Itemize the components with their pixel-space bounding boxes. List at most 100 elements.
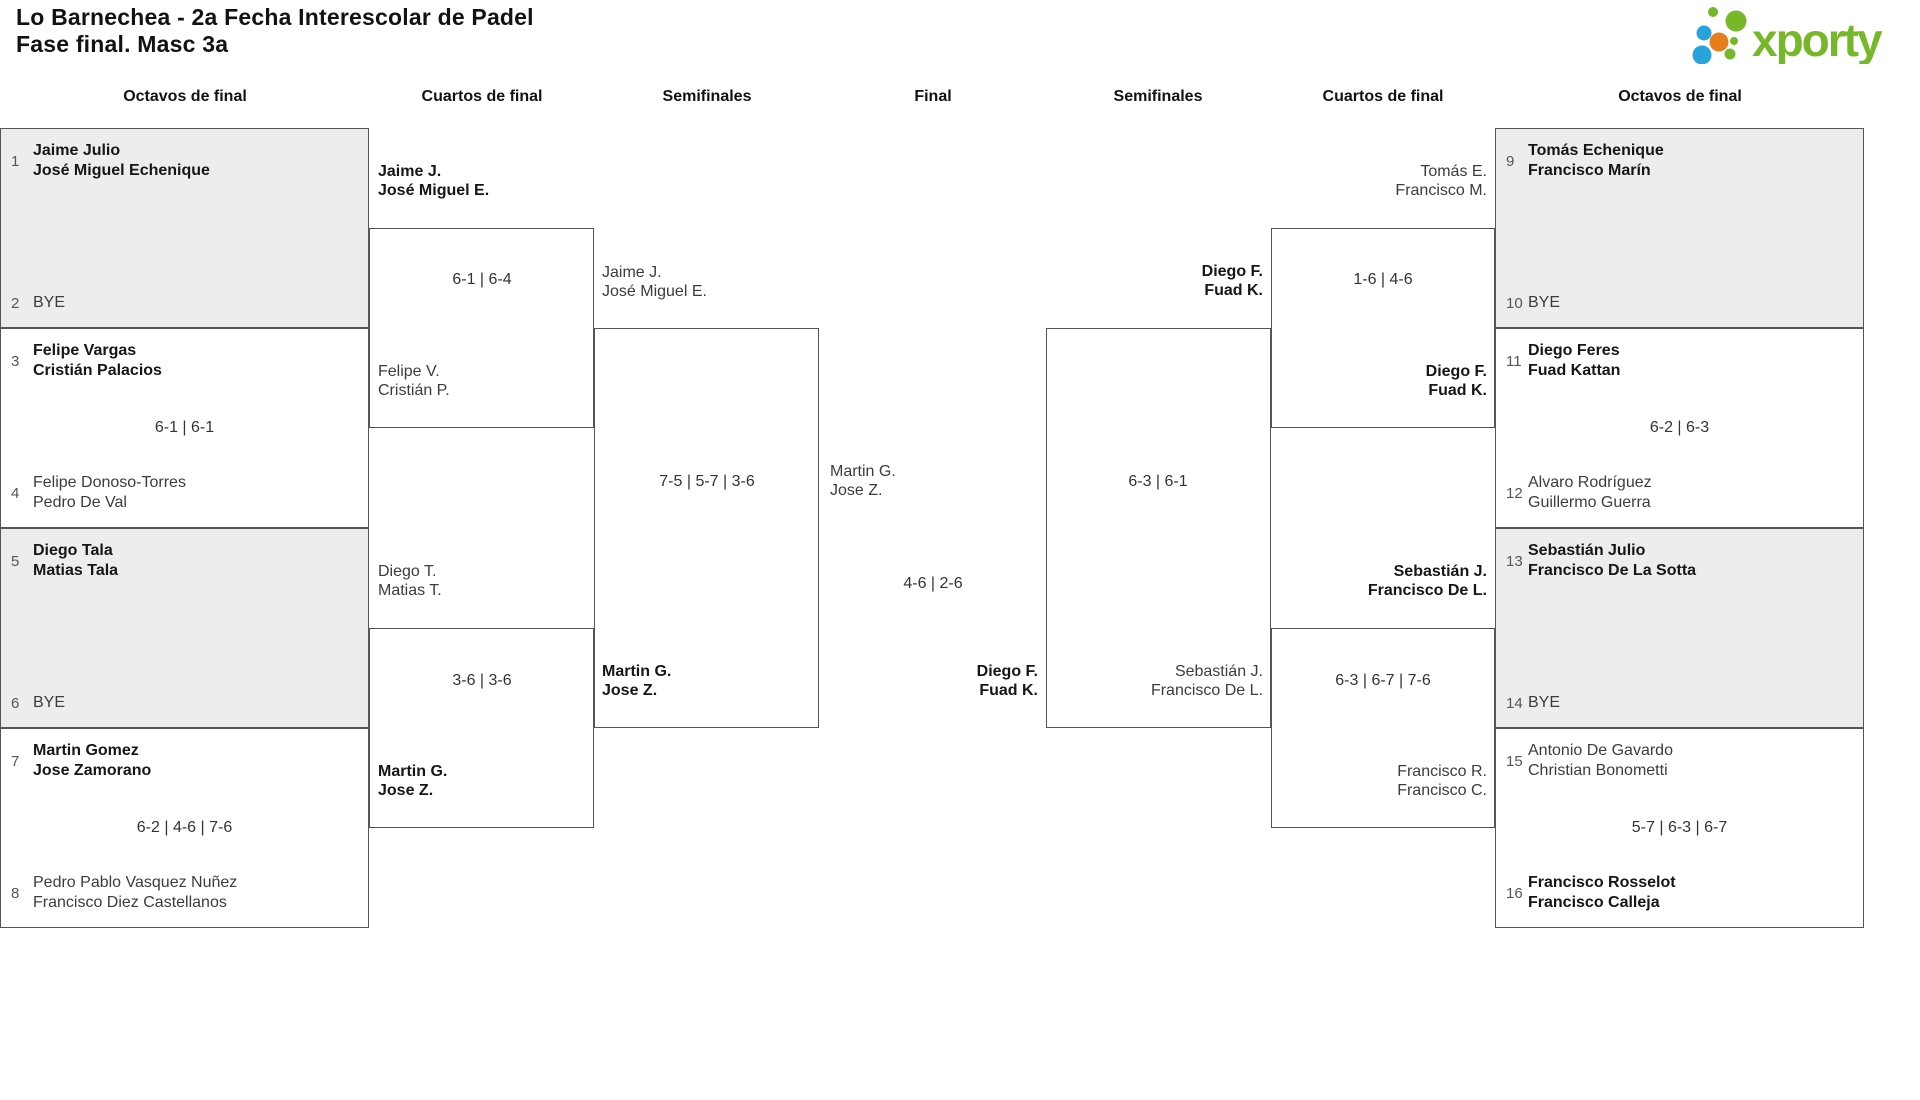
- seed-number: 15: [1506, 752, 1523, 770]
- round-header-cuartos-right: Cuartos de final: [1322, 88, 1444, 105]
- round-header-final: Final: [914, 88, 952, 105]
- round-score: 6-1 | 6-4: [452, 271, 512, 288]
- team-names: BYE: [33, 294, 66, 311]
- team-row: 1 Jaime Julio José Miguel Echenique: [1, 141, 368, 181]
- logo-wordmark: xporty: [1752, 14, 1883, 64]
- seed-number: 14: [1506, 694, 1523, 712]
- match-score: 6-1 | 6-1: [154, 419, 215, 436]
- seed-number: 11: [1506, 352, 1522, 370]
- team-row: 5 Diego Tala Matias Tala: [1, 541, 368, 581]
- seed-number: 16: [1506, 884, 1523, 902]
- team-names: BYE: [1528, 694, 1561, 711]
- page-title: Lo Barnechea - 2a Fecha Interescolar de …: [16, 4, 534, 30]
- connector-box-quarters-right-1: [1271, 228, 1495, 428]
- xporty-logo[interactable]: xporty: [1690, 2, 1915, 64]
- advancing-team: Jaime J. José Miguel E.: [602, 264, 707, 300]
- connector-box-semifinal-left: [594, 328, 819, 728]
- round-score: 3-6 | 3-6: [452, 672, 512, 689]
- final-team-left: Martin G. Jose Z.: [830, 463, 896, 499]
- team-row: 12 Alvaro Rodríguez Guillermo Guerra: [1496, 473, 1863, 513]
- match-box-3v4: 3 Felipe Vargas Cristián Palacios 6-1 | …: [0, 328, 369, 528]
- final-team-right: Diego F. Fuad K.: [976, 663, 1038, 699]
- final-score: 4-6 | 2-6: [903, 575, 963, 592]
- team-row: 6 BYE: [1, 693, 368, 713]
- advancing-team: Martin G. Jose Z.: [602, 663, 672, 699]
- advancing-team: Diego F. Fuad K.: [1425, 363, 1487, 399]
- team-names: BYE: [33, 694, 66, 711]
- advancing-team: Sebastián J. Francisco De L.: [1150, 663, 1263, 699]
- team-names: Tomás Echenique Francisco Marín: [1528, 142, 1664, 179]
- seed-number: 2: [11, 294, 20, 312]
- match-box-11v12: 11 Diego Feres Fuad Kattan 6-2 | 6-3 12 …: [1495, 328, 1864, 528]
- match-score: 6-2 | 6-3: [1649, 419, 1710, 436]
- team-names: Alvaro Rodríguez Guillermo Guerra: [1528, 474, 1652, 511]
- match-box-13v14: 13 Sebastián Julio Francisco De La Sotta…: [1495, 528, 1864, 728]
- team-names: Pedro Pablo Vasquez Nuñez Francisco Diez…: [33, 874, 238, 911]
- advancing-team: Jaime J. José Miguel E.: [378, 163, 490, 199]
- team-row: 15 Antonio De Gavardo Christian Bonomett…: [1496, 741, 1863, 781]
- team-names: Diego Tala Matias Tala: [33, 542, 119, 579]
- seed-number: 10: [1506, 294, 1523, 312]
- seed-number: 3: [11, 352, 20, 370]
- connector-box-quarters-left-1: [369, 228, 594, 428]
- match-box-1v2: 1 Jaime Julio José Miguel Echenique 2 BY…: [0, 128, 369, 328]
- logo-dot-green-small: [1708, 7, 1718, 17]
- round-header-semis-right: Semifinales: [1113, 88, 1203, 105]
- team-row: 10 BYE: [1496, 293, 1863, 313]
- team-row: 8 Pedro Pablo Vasquez Nuñez Francisco Di…: [1, 873, 368, 913]
- team-names: Antonio De Gavardo Christian Bonometti: [1528, 742, 1673, 779]
- seed-number: 8: [11, 884, 20, 902]
- round-header-octavos-left: Octavos de final: [123, 88, 247, 105]
- seed-number: 1: [11, 152, 20, 170]
- round-score: 7-5 | 5-7 | 3-6: [659, 473, 755, 490]
- advancing-team: Diego T. Matias T.: [378, 563, 442, 599]
- team-names: Felipe Vargas Cristián Palacios: [33, 342, 162, 379]
- seed-number: 9: [1506, 152, 1515, 170]
- match-box-15v16: 15 Antonio De Gavardo Christian Bonomett…: [1495, 728, 1864, 928]
- round-header-octavos-right: Octavos de final: [1618, 88, 1742, 105]
- round-score: 6-3 | 6-1: [1128, 473, 1188, 490]
- round-header-cuartos-left: Cuartos de final: [421, 88, 543, 105]
- connector-box-quarters-left-2: [369, 628, 594, 828]
- team-names: Jaime Julio José Miguel Echenique: [33, 142, 210, 179]
- team-row: 16 Francisco Rosselot Francisco Calleja: [1496, 873, 1863, 913]
- team-row: 7 Martin Gomez Jose Zamorano: [1, 741, 368, 781]
- page-subtitle: Fase final. Masc 3a: [16, 31, 229, 57]
- team-names: Martin Gomez Jose Zamorano: [33, 742, 152, 779]
- seed-number: 4: [11, 484, 20, 502]
- match-box-9v10: 9 Tomás Echenique Francisco Marín 10 BYE: [1495, 128, 1864, 328]
- round-score: 1-6 | 4-6: [1353, 271, 1413, 288]
- team-row: 3 Felipe Vargas Cristián Palacios: [1, 341, 368, 381]
- team-names: Felipe Donoso-Torres Pedro De Val: [33, 474, 186, 511]
- team-names: Sebastián Julio Francisco De La Sotta: [1528, 542, 1697, 579]
- seed-number: 13: [1506, 552, 1523, 570]
- logo-dot-blue-mid: [1696, 25, 1712, 41]
- logo-dot-green-tiny: [1730, 37, 1738, 45]
- team-row: 13 Sebastián Julio Francisco De La Sotta: [1496, 541, 1863, 581]
- logo-dot-green-big: [1725, 10, 1747, 32]
- team-row: 4 Felipe Donoso-Torres Pedro De Val: [1, 473, 368, 513]
- team-names: Diego Feres Fuad Kattan: [1528, 342, 1621, 379]
- logo-dot-orange: [1709, 32, 1729, 52]
- logo-dot-blue-big: [1692, 45, 1712, 64]
- round-score: 6-3 | 6-7 | 7-6: [1335, 672, 1431, 689]
- seed-number: 7: [11, 752, 20, 770]
- connector-box-quarters-right-2: [1271, 628, 1495, 828]
- team-names: Francisco Rosselot Francisco Calleja: [1528, 874, 1676, 911]
- team-row: 14 BYE: [1496, 693, 1863, 713]
- logo-dot-green-low: [1724, 48, 1736, 60]
- advancing-team: Francisco R. Francisco C.: [1397, 763, 1487, 799]
- connector-box-semifinal-right: [1046, 328, 1271, 728]
- match-score: 5-7 | 6-3 | 6-7: [1631, 819, 1728, 836]
- match-box-5v6: 5 Diego Tala Matias Tala 6 BYE: [0, 528, 369, 728]
- page-header: Lo Barnechea - 2a Fecha Interescolar de …: [16, 4, 534, 58]
- advancing-team: Felipe V. Cristián P.: [378, 363, 450, 399]
- team-names: BYE: [1528, 294, 1561, 311]
- round-header-semis-left: Semifinales: [662, 88, 752, 105]
- seed-number: 12: [1506, 484, 1523, 502]
- seed-number: 5: [11, 552, 20, 570]
- advancing-team: Tomás E. Francisco M.: [1395, 163, 1487, 199]
- advancing-team: Sebastián J. Francisco De L.: [1367, 563, 1487, 599]
- team-row: 9 Tomás Echenique Francisco Marín: [1496, 141, 1863, 181]
